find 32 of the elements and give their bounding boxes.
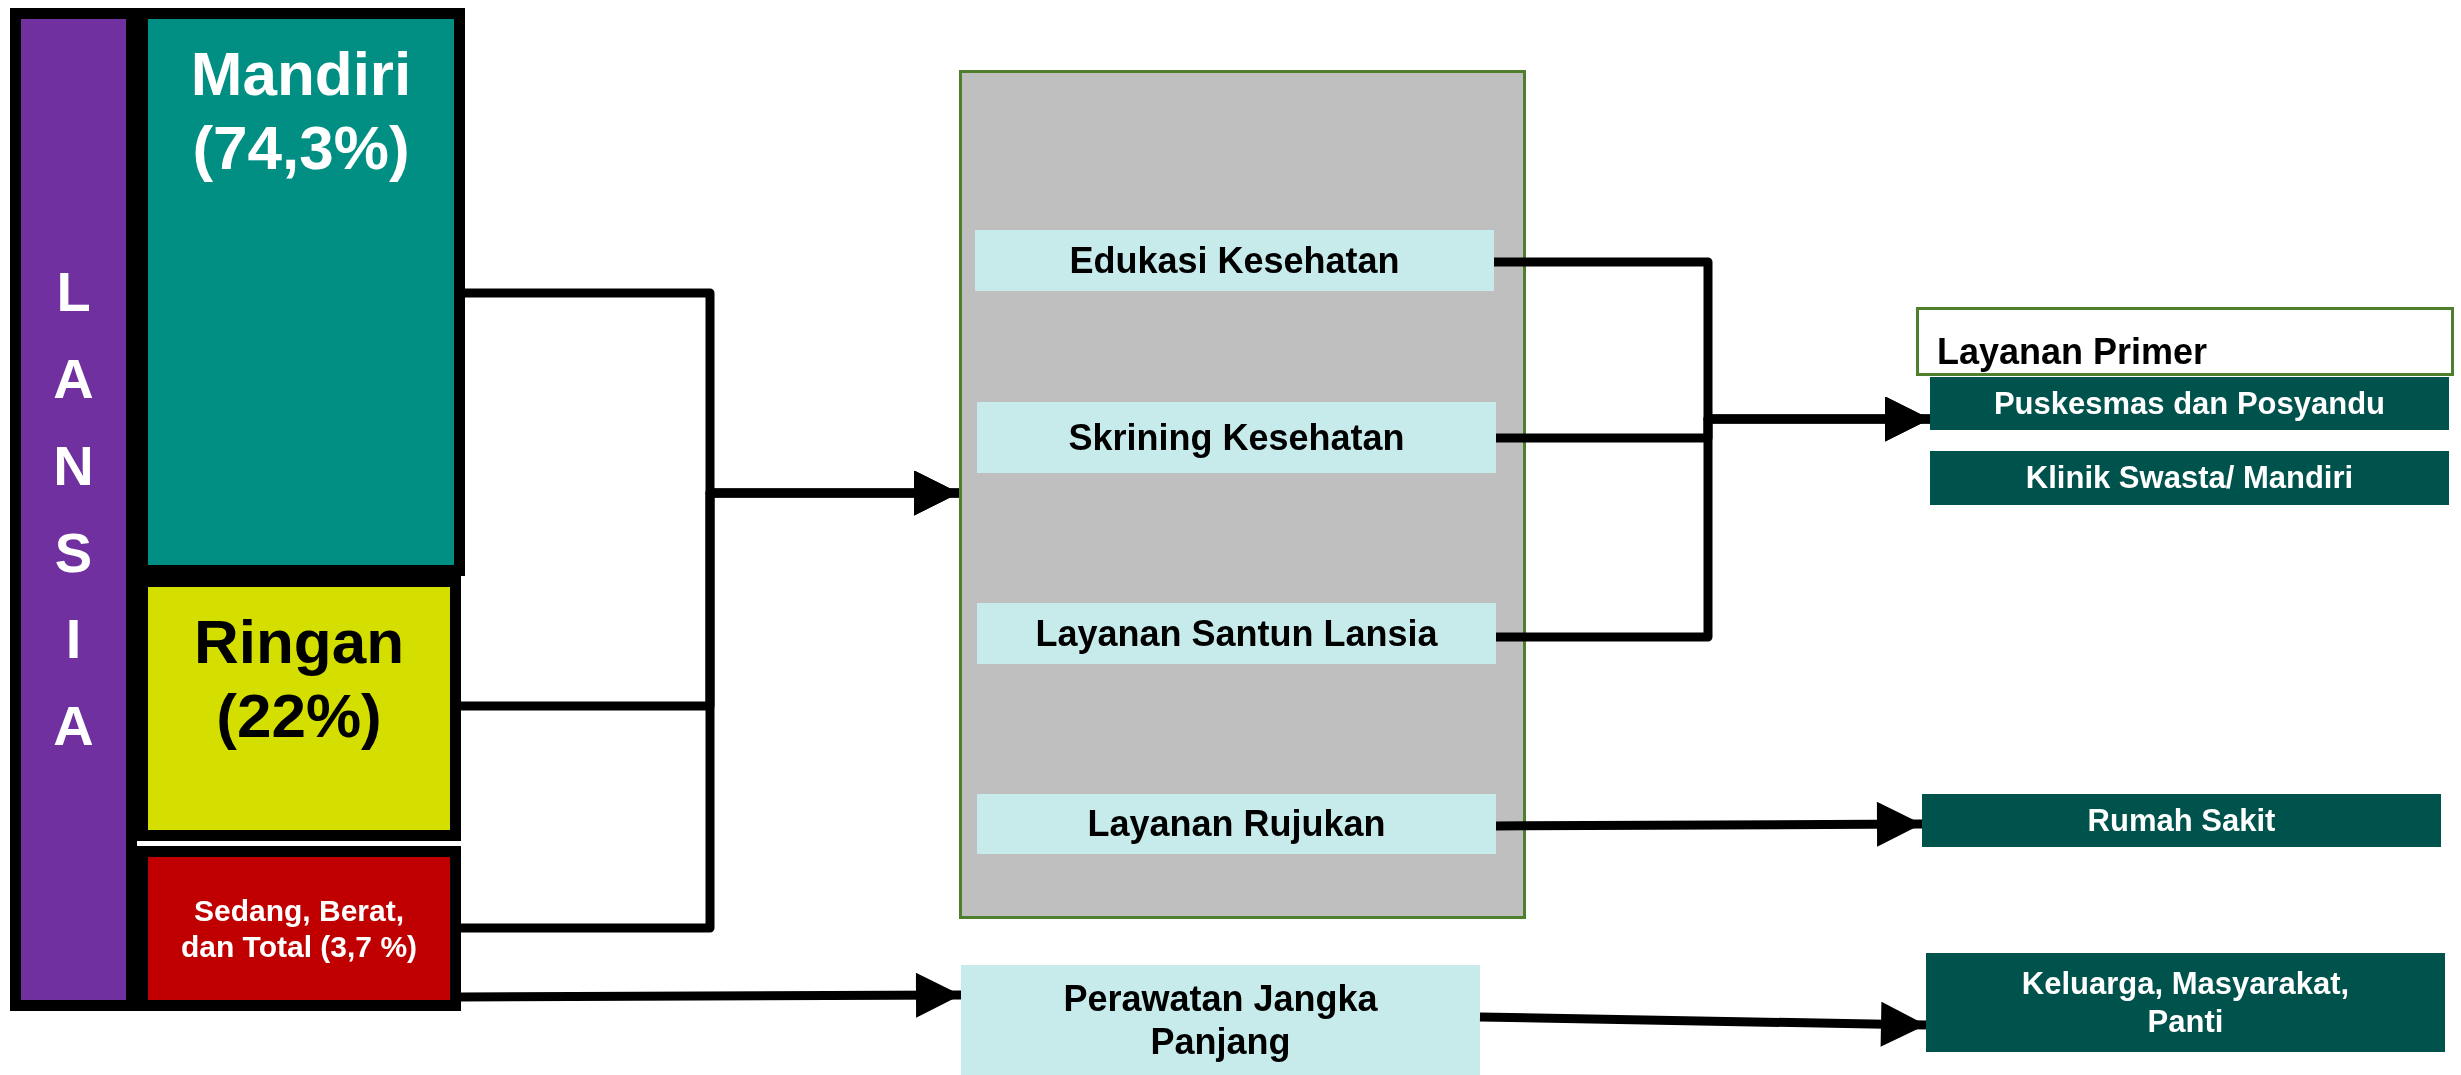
arrow	[1496, 396, 1930, 642]
arrow	[461, 470, 959, 933]
node-label: Edukasi Kesehatan	[1069, 238, 1400, 283]
node-label: Skrining Kesehatan	[1068, 415, 1405, 460]
node-label: Keluarga, Masyarakat, Panti	[2020, 965, 2351, 1040]
provider-box	[1922, 794, 2441, 847]
provider-box	[1930, 377, 2449, 430]
node-label: Klinik Swasta/ Mandiri	[2025, 459, 2354, 497]
empty-box	[959, 70, 1526, 919]
node-label: Rumah Sakit	[2087, 801, 2276, 840]
arrow	[1495, 801, 1923, 847]
node-label: Mandiri (74,3%)	[189, 38, 413, 185]
category-column	[10, 8, 137, 1011]
vertical-label: LANSIA	[52, 259, 95, 760]
provider-box	[1926, 953, 2445, 1052]
provider-box	[1930, 451, 2449, 505]
node-label: Perawatan Jangka Panjang	[1062, 976, 1379, 1064]
service-box	[961, 965, 1480, 1075]
arrow	[461, 972, 961, 1018]
service-box	[977, 603, 1496, 664]
heading-box	[1916, 307, 2454, 376]
node-label: Layanan Rujukan	[1087, 802, 1386, 846]
node-label: Layanan Santun Lansia	[1035, 611, 1438, 656]
category-box	[137, 846, 461, 1011]
service-box	[977, 794, 1496, 854]
arrow	[1479, 1001, 1927, 1047]
service-box	[977, 402, 1496, 473]
service-box	[975, 230, 1494, 291]
node-label: Sedang, Berat, dan Total (3,7 %)	[179, 892, 419, 965]
node-label: Layanan Primer	[1937, 329, 2208, 373]
node-label: Puskesmas dan Posyandu	[1993, 384, 2386, 423]
node-label: Ringan (22%)	[192, 606, 406, 753]
